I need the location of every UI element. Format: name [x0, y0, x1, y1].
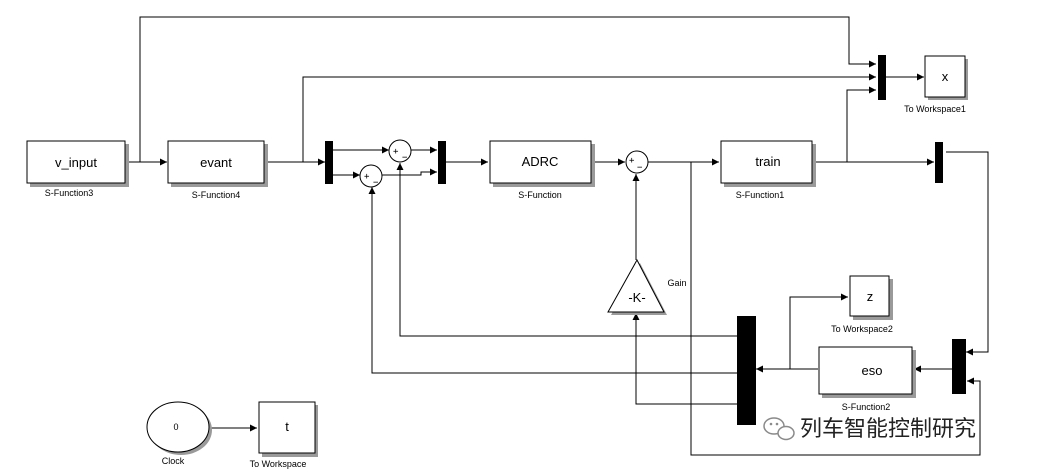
wechat-icon [763, 417, 795, 441]
to-workspace2-label: z [867, 289, 874, 304]
adrc-block[interactable]: ADRC S-Function [489, 140, 595, 200]
v-input-block[interactable]: v_input S-Function3 [26, 140, 129, 198]
sum1-minus-sign: − [402, 153, 408, 163]
sum-block-1[interactable]: + − [388, 139, 412, 163]
watermark: 列车智能控制研究 [763, 417, 976, 442]
mux-adrc-input[interactable] [438, 141, 446, 184]
to-workspace-label: t [285, 419, 289, 434]
evant-label: evant [200, 155, 232, 170]
sum-block-2[interactable]: + − [359, 164, 383, 188]
clock-caption: Clock [162, 456, 185, 466]
sum-block-3[interactable]: + − [625, 150, 649, 174]
train-block[interactable]: train S-Function1 [720, 140, 816, 200]
train-label: train [755, 154, 780, 169]
to-workspace2-block[interactable]: z To Workspace2 [831, 275, 893, 334]
to-workspace1-label: x [942, 69, 949, 84]
gain-block[interactable]: -K- Gain [607, 258, 687, 315]
sum2-minus-sign: − [373, 178, 379, 188]
to-workspace2-caption: To Workspace2 [831, 324, 893, 334]
clock-block[interactable]: 0 Clock [146, 401, 212, 466]
demux-eso-states[interactable] [737, 316, 756, 425]
mux-evant-signals[interactable] [325, 141, 333, 184]
eso-block[interactable]: eso S-Function2 [818, 346, 916, 412]
to-workspace-caption: To Workspace [250, 459, 307, 469]
adrc-caption: S-Function [518, 190, 562, 200]
gain-caption: Gain [667, 278, 686, 288]
to-workspace1-block[interactable]: x To Workspace1 [904, 55, 968, 114]
sum3-minus-sign: − [637, 163, 643, 173]
adrc-label: ADRC [522, 154, 559, 169]
v-input-caption: S-Function3 [45, 188, 94, 198]
clock-value: 0 [173, 422, 178, 432]
sum1-plus-sign: + [393, 147, 399, 157]
eso-label: eso [862, 363, 883, 378]
sum3-plus-sign: + [629, 156, 635, 166]
watermark-text: 列车智能控制研究 [800, 417, 976, 442]
eso-caption: S-Function2 [842, 402, 891, 412]
mux-eso-input[interactable] [952, 339, 966, 394]
to-workspace-block[interactable]: t To Workspace [250, 401, 318, 469]
v-input-label: v_input [55, 155, 97, 170]
mux-output-x[interactable] [878, 55, 886, 100]
signal-lines [127, 16, 989, 456]
sum2-plus-sign: + [364, 172, 370, 182]
gain-label: -K- [628, 290, 645, 305]
evant-block[interactable]: evant S-Function4 [167, 140, 268, 200]
to-workspace1-caption: To Workspace1 [904, 104, 966, 114]
train-caption: S-Function1 [736, 190, 785, 200]
mux-train-output[interactable] [935, 142, 943, 183]
evant-caption: S-Function4 [192, 190, 241, 200]
